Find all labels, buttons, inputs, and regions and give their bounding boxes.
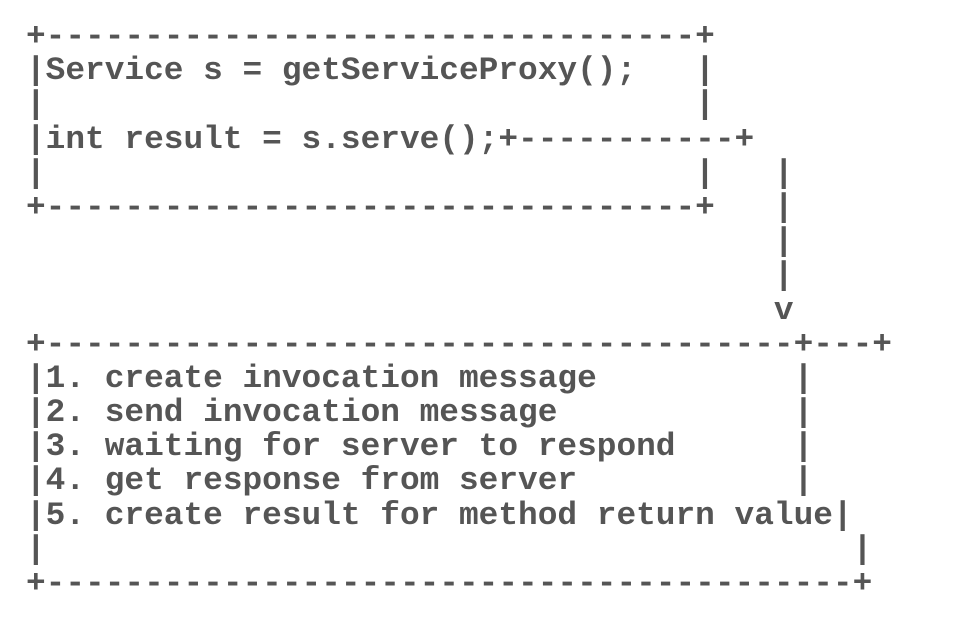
proxy-box-blank-line: | | (26, 530, 873, 568)
proxy-step-3: |3. waiting for server to respond | (26, 428, 814, 466)
client-box-top-border: +---------------------------------+ (26, 18, 715, 55)
connector-vertical-2: | (26, 257, 794, 295)
proxy-box-bottom-border: +---------------------------------------… (26, 565, 873, 602)
connector-vertical-1: | (26, 223, 794, 261)
proxy-step-2: |2. send invocation message | (26, 394, 814, 432)
connector-arrow-head: v (26, 291, 794, 329)
proxy-box-top-border: +--------------------------------------+… (26, 325, 892, 363)
proxy-step-1: |1. create invocation message | (26, 359, 814, 397)
client-code-line-serve-call: |int result = s.serve();+-----------+ (26, 120, 755, 158)
client-box-bottom-border: +---------------------------------+ | (26, 188, 794, 226)
proxy-step-5: |5. create result for method return valu… (26, 496, 853, 534)
client-box-blank-line-2: | | | (26, 154, 794, 192)
proxy-step-4: |4. get response from server | (26, 462, 814, 500)
client-code-line-service-proxy: |Service s = getServiceProxy(); | (26, 52, 715, 90)
client-box-blank-line: | | (26, 86, 715, 124)
ascii-diagram: +---------------------------------+|Serv… (26, 18, 892, 602)
